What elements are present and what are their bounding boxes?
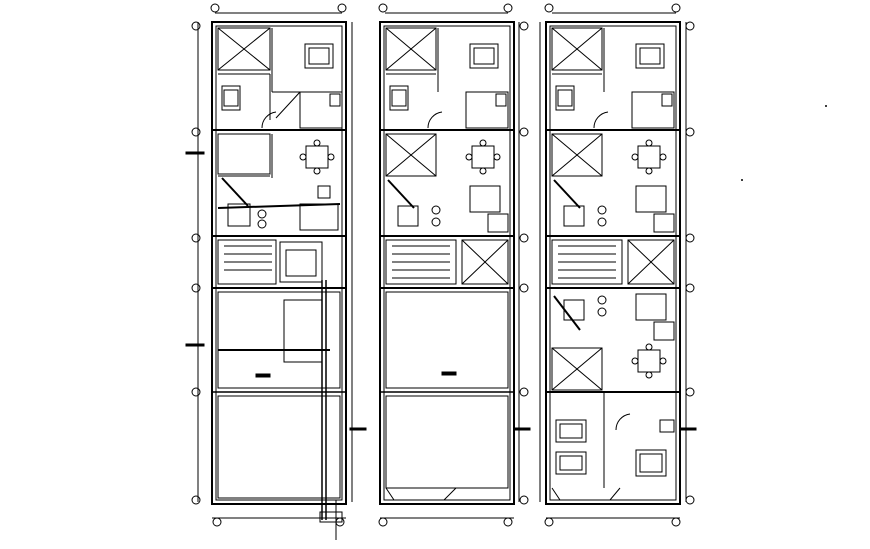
plan-3 — [539, 3, 697, 527]
grid-bubble — [685, 495, 695, 505]
grid-bubble — [378, 3, 388, 13]
grid-bubble — [519, 387, 529, 397]
grid-bubble — [191, 387, 201, 397]
grid-bubble — [519, 127, 529, 137]
grid-bubble — [210, 3, 220, 13]
grid-bubble — [685, 127, 695, 137]
plan-2 — [378, 3, 531, 527]
grid-bubble — [671, 3, 681, 13]
grid-bubble — [191, 21, 201, 31]
grid-bubble — [519, 233, 529, 243]
grid-bubble — [685, 233, 695, 243]
grid-bubble — [191, 233, 201, 243]
grid-bubble — [544, 517, 554, 527]
grid-bubble — [335, 517, 345, 527]
grid-bubble — [212, 517, 222, 527]
grid-bubble — [191, 127, 201, 137]
grid-bubble — [503, 3, 513, 13]
grid-bubble — [685, 283, 695, 293]
stray-mark — [741, 179, 743, 181]
stray-mark — [825, 105, 827, 107]
plan-1 — [185, 3, 367, 540]
grid-bubble — [519, 495, 529, 505]
grid-bubble — [544, 3, 554, 13]
grid-bubble — [378, 517, 388, 527]
grid-bubble — [191, 283, 201, 293]
grid-bubble — [685, 387, 695, 397]
grid-bubble — [519, 21, 529, 31]
grid-bubble — [191, 495, 201, 505]
grid-bubble — [671, 517, 681, 527]
grid-bubble — [519, 283, 529, 293]
grid-bubble — [503, 517, 513, 527]
grid-bubble — [337, 3, 347, 13]
grid-bubble — [685, 21, 695, 31]
